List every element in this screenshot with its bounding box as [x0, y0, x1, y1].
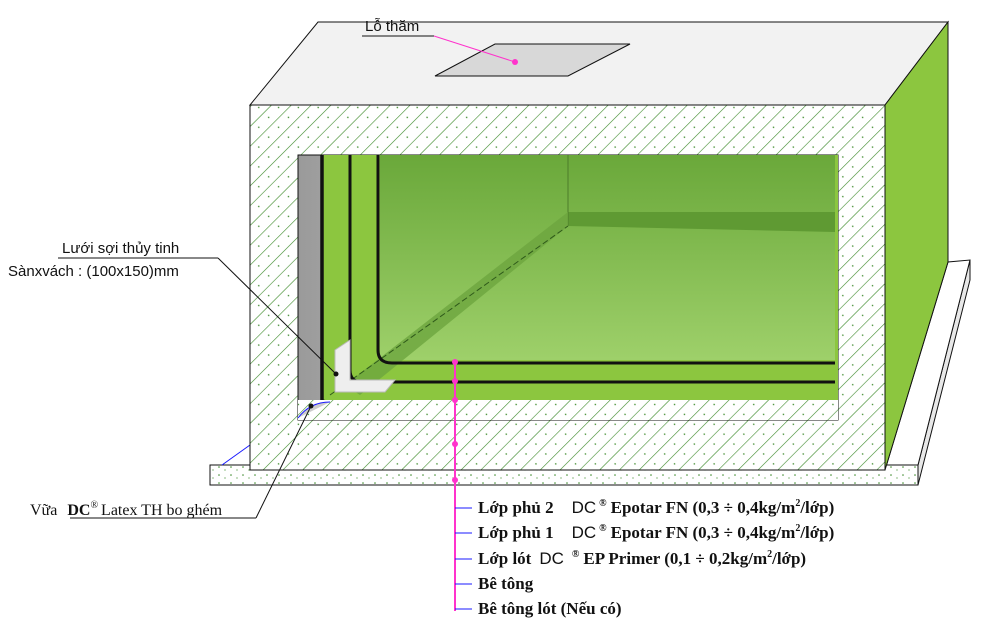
leader-lines	[58, 35, 518, 611]
legend-item: Bê tông	[478, 574, 534, 593]
fiberglass-mesh	[334, 339, 397, 393]
mesh-label: Lưới sợi thủy tinh	[62, 240, 179, 257]
mesh-size-label: Sànxvách : (100x150)mm	[8, 263, 179, 280]
tank-top-face	[248, 21, 950, 106]
legend-item: Bê tông lót (Nếu có)	[478, 599, 622, 618]
tank-interior	[297, 154, 839, 421]
manhole-label: Lỗ thăm	[365, 18, 419, 35]
